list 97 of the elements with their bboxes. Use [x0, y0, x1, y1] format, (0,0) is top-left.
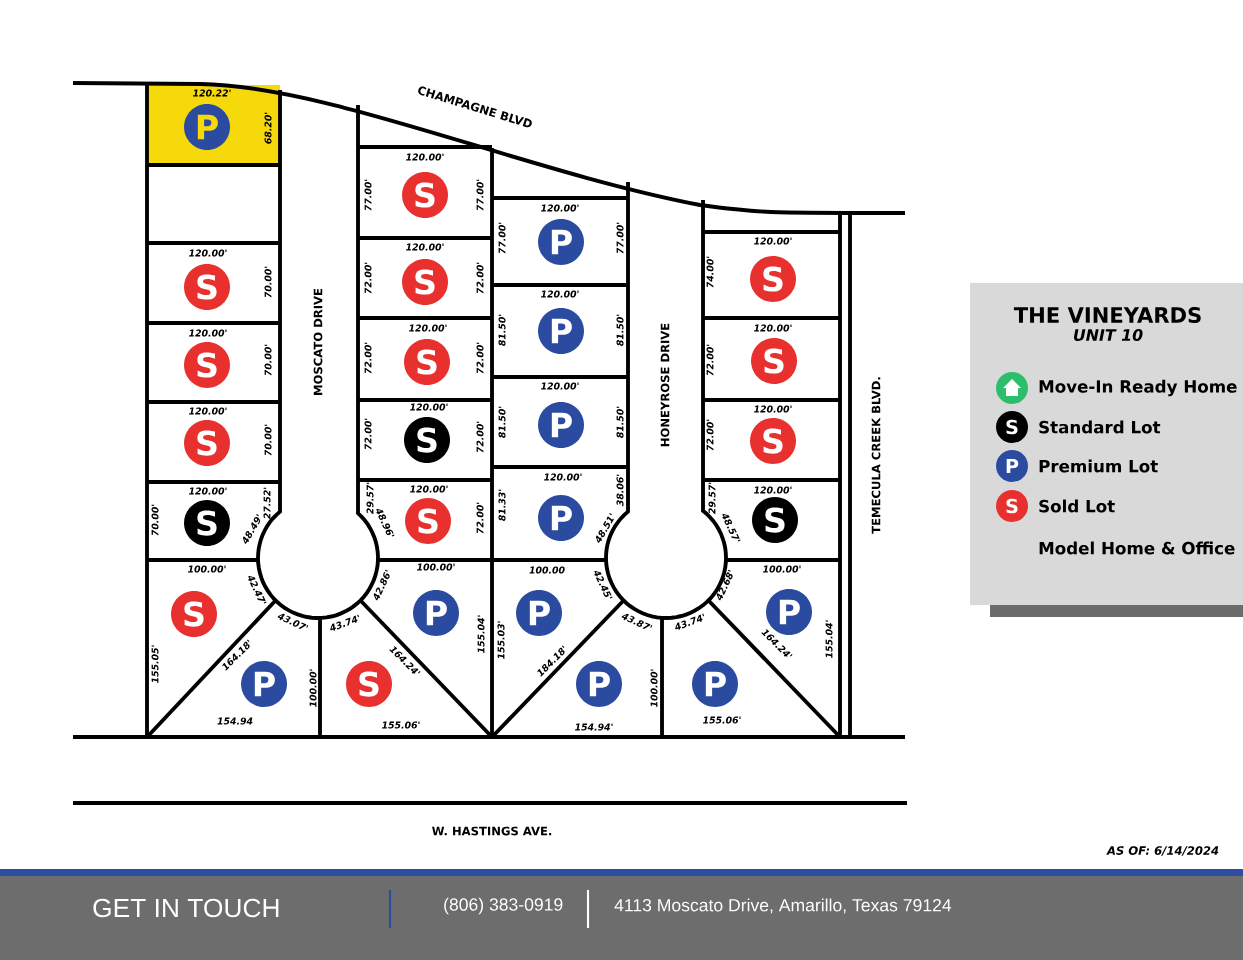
dimension-label: 100.00': [417, 563, 455, 571]
dimension-label: 77.00': [364, 179, 372, 211]
dimension-label: 100.00: [529, 566, 565, 574]
lot-badge: S: [752, 497, 798, 543]
dimension-label: 43.07': [277, 613, 309, 629]
dimension-label: 72.00': [706, 419, 714, 451]
dimension-label: 81.50': [616, 314, 624, 346]
dimension-label: 100.00': [309, 669, 317, 707]
lot-badge: S: [751, 338, 797, 384]
lot-badge: P: [692, 661, 738, 707]
dimension-label: 72.00': [476, 342, 484, 374]
dimension-label: 154.94: [217, 717, 253, 725]
subtitle: UNIT 10: [1073, 329, 1143, 341]
dimension-label: 72.00': [364, 262, 372, 294]
legend-label: Premium Lot: [1039, 459, 1158, 473]
lot-badge: S: [184, 500, 230, 546]
street-name: HONEYROSE DRIVE: [660, 323, 670, 447]
lot-badge: S: [171, 591, 217, 637]
dimension-label: 38.06': [616, 474, 624, 507]
dimension-label: 100.00': [188, 565, 226, 573]
lot-badge: S: [750, 256, 796, 302]
lot-badge: S: [184, 342, 230, 388]
dimension-label: 70.00': [264, 344, 272, 376]
dimension-label: 77.00': [498, 222, 506, 254]
dimension-label: 120.00': [406, 153, 444, 161]
symbol-letter: P: [1006, 458, 1019, 474]
legend-label: Standard Lot: [1039, 420, 1161, 434]
dimension-label: 100.00': [763, 565, 801, 573]
legend-label: Move-In Ready Home: [1039, 379, 1237, 397]
date-note: AS OF: 6/14/2024: [1106, 846, 1219, 856]
contact-text: (806) 383-0919: [444, 897, 563, 915]
dimension-label: 120.00': [754, 324, 792, 332]
legend-label: Sold Lot: [1039, 499, 1115, 513]
dimension-label: 72.00': [364, 418, 372, 450]
dimension-label: 77.00': [616, 222, 624, 254]
lot-badge: S: [346, 661, 392, 707]
footer-heading: GET IN TOUCH: [93, 898, 279, 918]
legend-label: Model Home & Office: [1039, 541, 1235, 555]
dimension-label: 27.52': [263, 487, 271, 520]
lot-badge: S: [750, 418, 796, 464]
dimension-label: 72.00': [364, 342, 372, 374]
dimension-label: 68.20': [264, 112, 272, 144]
dimension-label: 154.94': [575, 723, 613, 731]
dimension-label: 120.00': [409, 324, 447, 332]
lot-badge: S: [402, 172, 448, 218]
dimension-label: 120.00': [410, 403, 448, 411]
dimension-label: 29.57': [708, 482, 716, 515]
lot-badge: P: [184, 104, 230, 150]
dimension-label: 155.04': [477, 615, 485, 653]
street-name: W. HASTINGS AVE.: [432, 826, 552, 836]
contact-text: 4113 Moscato Drive, Amarillo, Texas 79124: [614, 898, 952, 914]
lot-badge: P: [538, 308, 584, 354]
dimension-label: 81.50': [498, 406, 506, 438]
dimension-label: 70.00': [264, 266, 272, 298]
street-name: TEMECULA CREEK BLVD.: [871, 377, 881, 534]
dimension-label: 72.00': [476, 502, 484, 534]
dimension-label: 70.00': [264, 424, 272, 456]
lot-badge: P: [241, 661, 287, 707]
symbol-letter: S: [1006, 498, 1018, 514]
street-name: MOSCATO DRIVE: [313, 288, 323, 395]
dimension-label: 72.00': [476, 421, 484, 453]
dimension-label: 81.33': [498, 489, 506, 521]
dimension-label: 155.06': [703, 716, 741, 724]
dimension-label: 81.50': [616, 406, 624, 438]
dimension-label: 155.03': [497, 621, 505, 659]
lot-badge: S: [184, 420, 230, 466]
symbol-letter: S: [1006, 419, 1018, 435]
dimension-label: 120.00': [754, 486, 792, 494]
dimension-label: 120.00': [754, 237, 792, 245]
lot-badge: P: [516, 590, 562, 636]
dimension-label: 70.00': [151, 504, 159, 536]
lot-badge: S: [405, 498, 451, 544]
dimension-label: 29.57': [366, 482, 374, 515]
dimension-label: 43.87': [621, 613, 653, 629]
title: THE VINEYARDS: [1013, 307, 1201, 323]
lot-badge: P: [538, 219, 584, 265]
lot-badge: P: [576, 661, 622, 707]
lot-badge: P: [538, 402, 584, 448]
dimension-label: 72.00': [476, 262, 484, 294]
lot-badge: S: [402, 259, 448, 305]
dimension-label: 72.00': [706, 344, 714, 376]
lot-badge: S: [404, 339, 450, 385]
dimension-label: 77.00': [476, 179, 484, 211]
dimension-label: 120.00': [754, 405, 792, 413]
lot-badge: P: [413, 590, 459, 636]
dimension-label: 155.06': [382, 721, 420, 729]
dimension-label: 120.00': [544, 473, 582, 481]
dimension-label: 155.05': [151, 645, 159, 683]
lot-badge: S: [404, 417, 450, 463]
lot-badge: P: [538, 495, 584, 541]
dimension-label: 81.50': [498, 314, 506, 346]
lot-badge: S: [184, 264, 230, 310]
dimension-label: 74.00': [706, 256, 714, 288]
dimension-label: 100.00': [650, 669, 658, 707]
dimension-label: 120.00': [541, 382, 579, 390]
dimension-label: 155.04': [825, 620, 833, 658]
dimension-label: 120.00': [541, 290, 579, 298]
